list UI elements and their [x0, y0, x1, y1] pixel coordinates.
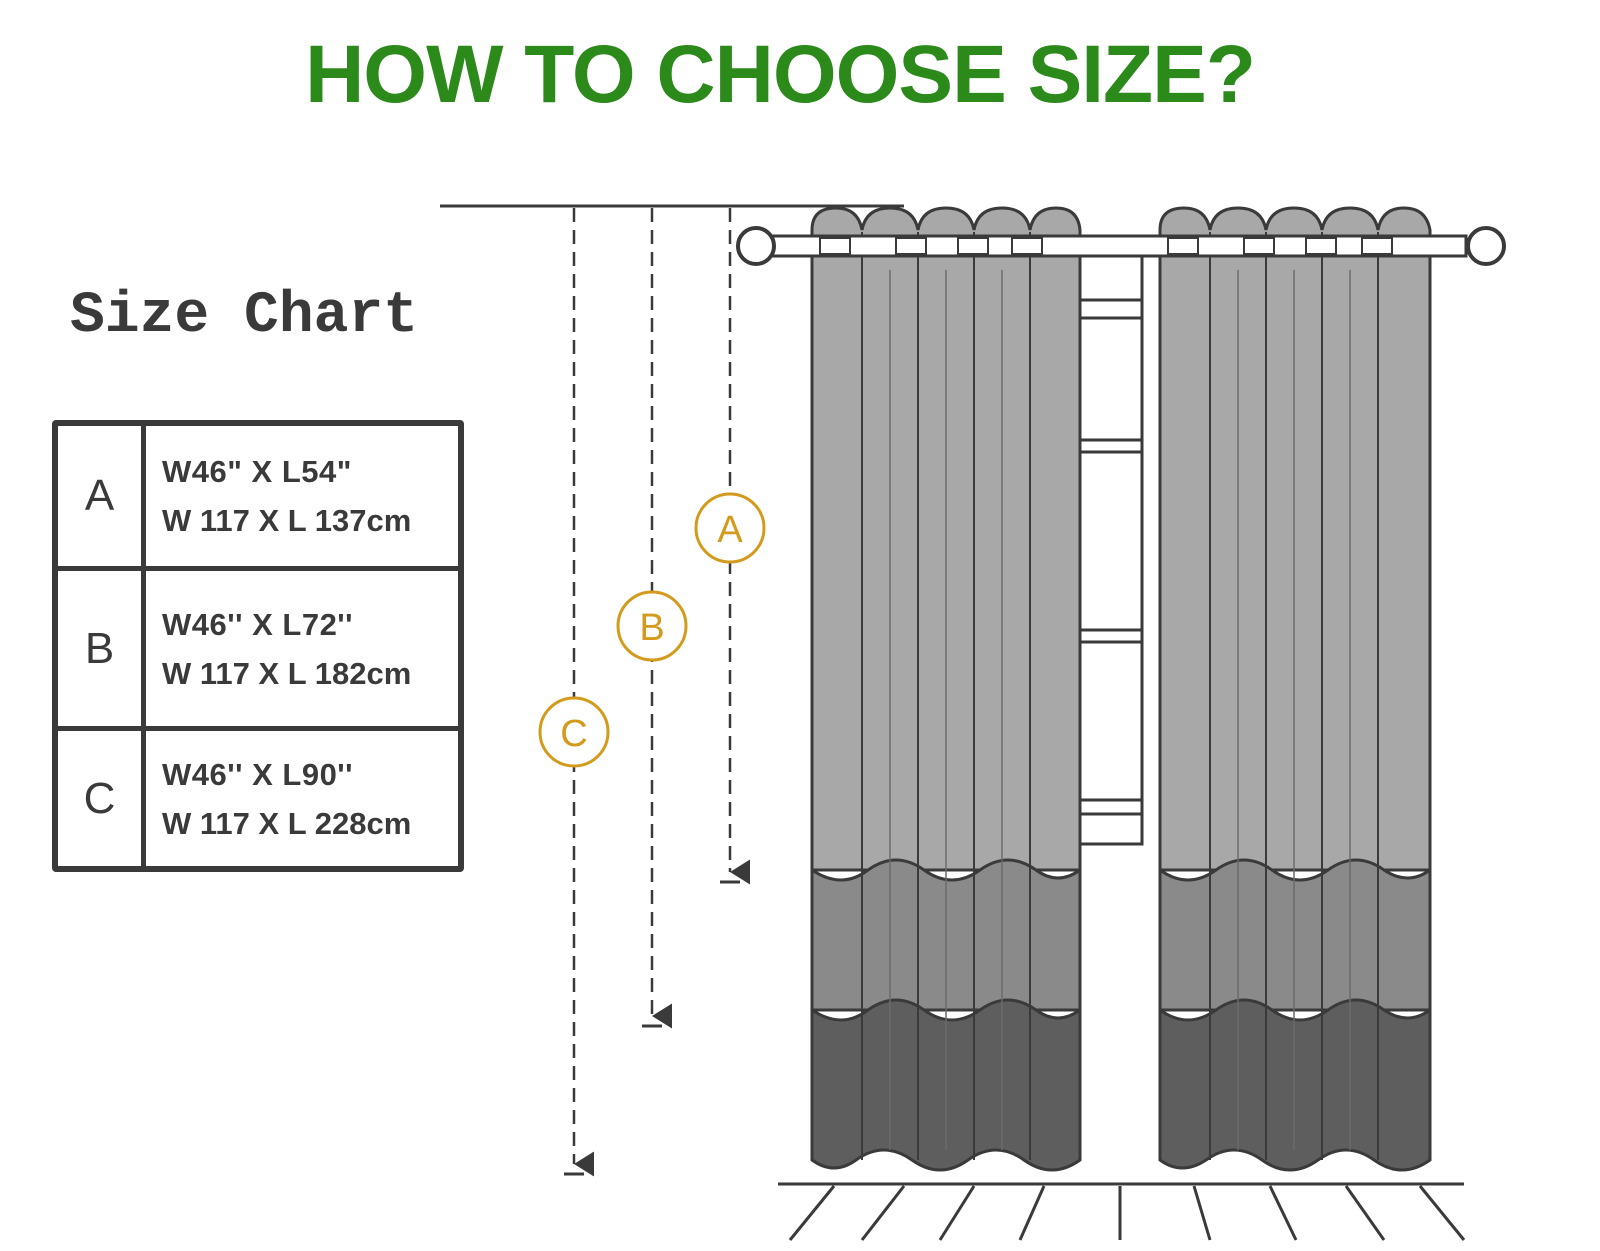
marker-b-label: B [639, 607, 664, 649]
size-dimensions: W46" X L54" W 117 X L 137cm [162, 426, 454, 566]
size-imperial: W46'' X L72'' [162, 606, 354, 642]
size-letter: B [58, 571, 146, 726]
size-chart-title: Size Chart [70, 284, 419, 349]
size-metric: W 117 X L 137cm [162, 503, 412, 538]
marker-b: B [616, 590, 688, 662]
size-letter: C [58, 731, 146, 866]
size-imperial: W46'' X L90'' [162, 756, 354, 792]
floor [778, 1182, 1466, 1241]
size-row-b: B W46'' X L72'' W 117 X L 182cm [58, 566, 458, 726]
left-curtain-panel [810, 206, 1082, 1172]
size-imperial: W46" X L54" [162, 454, 352, 489]
size-metric: W 117 X L 228cm [162, 805, 412, 841]
marker-c: C [538, 696, 610, 768]
size-metric: W 117 X L 182cm [162, 655, 412, 691]
size-chart-table: A W46" X L54" W 117 X L 137cm B W46'' X … [52, 420, 464, 872]
curtain-rod [736, 226, 1506, 266]
measure-line-c [564, 208, 594, 1177]
marker-a-label: A [717, 509, 743, 551]
size-letter: A [58, 426, 146, 566]
size-row-a: A W46" X L54" W 117 X L 137cm [58, 426, 458, 566]
marker-a: A [694, 492, 766, 564]
marker-c-label: C [560, 713, 587, 755]
right-curtain-panel [1158, 206, 1432, 1172]
size-dimensions: W46'' X L72'' W 117 X L 182cm [162, 571, 454, 726]
page-title: HOW TO CHOOSE SIZE? [305, 29, 1256, 120]
size-dimensions: W46'' X L90'' W 117 X L 228cm [162, 731, 454, 866]
size-row-c: C W46'' X L90'' W 117 X L 228cm [58, 726, 458, 866]
